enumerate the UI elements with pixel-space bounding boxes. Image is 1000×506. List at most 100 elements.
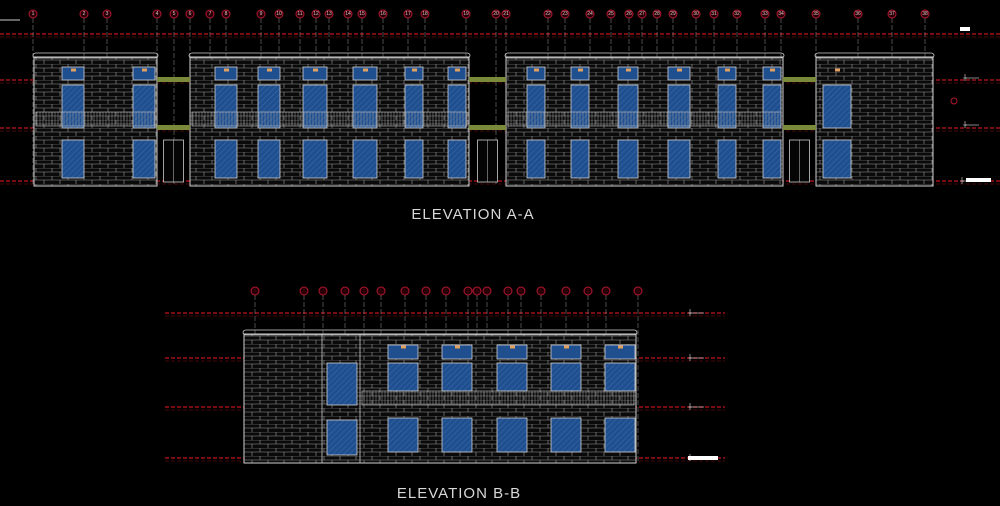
grid-label: 29 [670,11,676,17]
level-tag-symbol [688,309,692,316]
roof-parapet [32,52,159,59]
window [447,139,467,179]
marker [618,345,623,349]
grid-bubble [205,9,215,19]
window [496,344,528,360]
level-tag-symbol [688,354,692,361]
window [550,362,582,392]
planter [157,125,190,130]
marker [770,68,775,72]
window [496,362,528,392]
grid-label: 30 [693,11,699,17]
grid-bubble [776,9,786,19]
grid-label: 17 [405,11,411,17]
elevation-b-b-title: ELEVATION B-B [396,485,522,502]
grid-bubble [543,9,553,19]
grid-bubble [732,9,742,19]
grid-bubble [853,9,863,19]
marker [564,345,569,349]
window [717,139,737,179]
level-tag-symbol [688,403,692,410]
grid-bubble [102,9,112,19]
window [441,362,473,392]
window [214,66,238,81]
grid-bubble [378,9,388,19]
grid-label: 37 [889,11,895,17]
grid-bubble [633,286,643,296]
grid-label: 24 [587,11,593,17]
window [604,344,636,360]
window [387,417,419,453]
grid-label: 20 [493,11,499,17]
grid-label: 5 [173,11,176,17]
grid-label: 35 [813,11,819,17]
level-label-box [960,27,970,31]
window [667,66,691,81]
roof-parapet [188,52,471,59]
balcony-railing [35,111,156,127]
marker [510,345,515,349]
elevation-a-a-title: ELEVATION A-A [411,206,535,223]
grid-bubble [760,9,770,19]
marker [835,68,840,72]
grid-label: 1 [32,11,35,17]
grid-label: 21 [503,11,509,17]
grid-bubble [185,9,195,19]
grid-label: 7 [209,11,212,17]
grid-label: 4 [156,11,159,17]
marker [455,345,460,349]
grid-bubble [463,286,473,296]
window [404,66,424,81]
grid-bubble [221,9,231,19]
grid-bubble [421,286,431,296]
grid-bubble [169,9,179,19]
window [717,66,737,81]
window [352,66,378,81]
window [387,362,419,392]
grid-bubble [299,286,309,296]
marker [224,68,229,72]
grid-label: 27 [639,11,645,17]
grid-bubble [295,9,305,19]
planter [469,77,506,82]
balcony-railing [361,390,635,406]
marker [401,345,406,349]
grid-bubble [400,286,410,296]
grid-bubble [503,286,513,296]
marker [534,68,539,72]
grid-bubble [441,286,451,296]
grid-bubble [668,9,678,19]
window [570,66,590,81]
elevation-b-b [165,286,725,464]
grid-bubble [340,286,350,296]
grid-bubble [357,9,367,19]
marker [626,68,631,72]
grid-label: 34 [778,11,784,17]
grid-bubble [311,9,321,19]
grid-label: 18 [422,11,428,17]
grid-bubble [376,286,386,296]
window [257,139,281,179]
window [257,66,281,81]
grid-bubble [501,9,511,19]
window [352,139,378,179]
balcony-railing [191,111,468,127]
window [570,139,590,179]
grid-label: 33 [762,11,768,17]
grid-label: 28 [654,11,660,17]
window [617,139,639,179]
grid-bubble [482,286,492,296]
window [822,84,852,129]
grid-label: 22 [545,11,551,17]
grid-label: 10 [276,11,282,17]
grid-bubble [28,9,38,19]
grid-bubble [652,9,662,19]
roof-parapet [242,329,638,336]
planter [783,125,816,130]
window [604,362,636,392]
window [604,417,636,453]
grid-bubble [420,9,430,19]
roof-parapet [504,52,785,59]
